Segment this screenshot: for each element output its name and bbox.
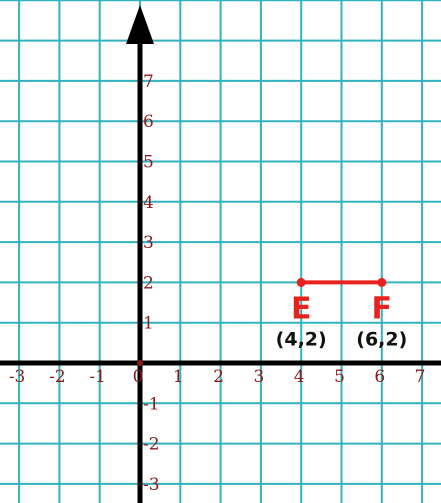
point-F-label: F xyxy=(372,291,393,326)
origin-dot xyxy=(137,360,143,366)
x-tick-label: 3 xyxy=(253,367,264,387)
x-tick-label: 5 xyxy=(334,367,345,387)
y-tick-label: 5 xyxy=(143,153,154,173)
y-tick-label: 2 xyxy=(143,273,154,293)
point-F-coord-label: (6,2) xyxy=(356,328,407,350)
x-tick-label: 6 xyxy=(374,367,385,387)
y-axis-arrow-icon xyxy=(126,5,154,44)
point-F-dot xyxy=(377,277,387,287)
x-tick-label: -3 xyxy=(9,367,26,387)
y-tick-label: -1 xyxy=(143,394,160,414)
y-tick-label: 3 xyxy=(143,233,154,253)
y-tick-label: -2 xyxy=(143,435,160,455)
plotted-points: E(4,2) F(6,2) xyxy=(276,277,407,350)
x-tick-label: 7 xyxy=(415,367,426,387)
y-tick-label: -3 xyxy=(143,475,160,495)
x-tick-label: 0 xyxy=(133,367,144,387)
y-tick-label: 7 xyxy=(143,72,154,92)
x-tick-label: -2 xyxy=(49,367,66,387)
x-tick-label: 2 xyxy=(213,367,224,387)
y-tick-labels: 7 6 5 4 3 2 1 -1 -2 -3 xyxy=(143,72,160,495)
point-E-dot xyxy=(296,277,306,287)
y-tick-label: 6 xyxy=(143,112,154,132)
x-tick-label: 4 xyxy=(294,367,305,387)
axes xyxy=(0,5,441,503)
x-tick-labels: -3 -2 -1 0 1 2 3 4 5 6 7 xyxy=(9,367,426,387)
point-E-coord-label: (4,2) xyxy=(276,328,327,350)
x-tick-label: 1 xyxy=(173,367,184,387)
point-E-label: E xyxy=(291,291,312,326)
y-tick-label: 1 xyxy=(143,314,154,334)
x-tick-label: -1 xyxy=(89,367,106,387)
y-tick-label: 4 xyxy=(143,193,154,213)
